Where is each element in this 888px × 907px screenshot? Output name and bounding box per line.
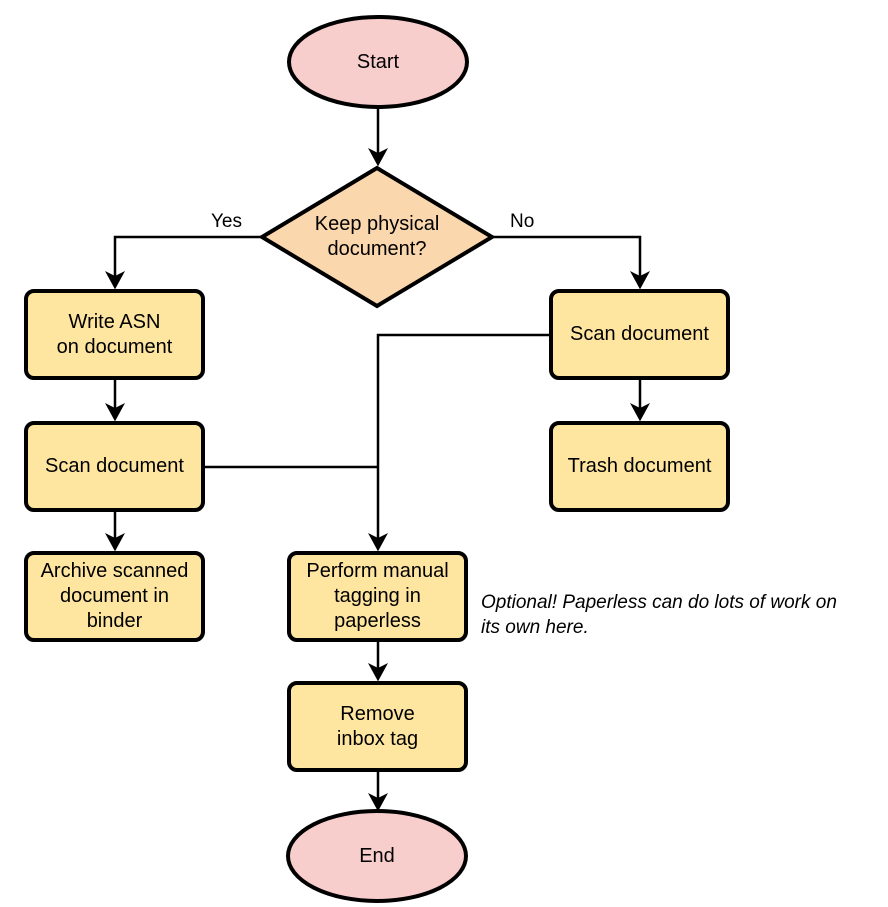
node-start[interactable]	[287, 15, 469, 109]
edge-label-yes: Yes	[209, 211, 244, 233]
node-remove-inbox-tag[interactable]	[287, 681, 468, 772]
node-end[interactable]	[286, 809, 468, 903]
edge-decision-yes-to-write-asn	[105, 235, 262, 290]
node-write-asn[interactable]	[24, 289, 205, 380]
node-perform-manual-tagging[interactable]	[287, 551, 468, 642]
edge-decision-no-to-scan-right	[492, 235, 650, 290]
node-scan-document-left[interactable]	[24, 421, 205, 512]
node-scan-document-right[interactable]	[549, 289, 730, 380]
edge-scan-right-to-tagging	[368, 333, 551, 552]
node-decision-keep-physical-document[interactable]	[258, 165, 496, 309]
annotation-optional-note: Optional! Paperless can do lots of work …	[481, 592, 837, 638]
edge-label-no: No	[508, 211, 537, 233]
node-archive-scanned-document[interactable]	[24, 551, 205, 642]
connector-group	[105, 104, 650, 812]
node-trash-document[interactable]	[549, 421, 730, 512]
